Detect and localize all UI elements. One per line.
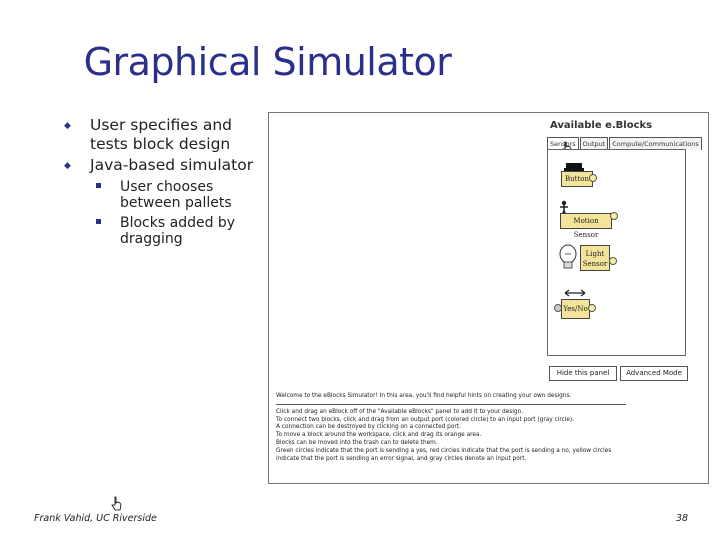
hint-message-area: Welcome to the eBlocks Simulator! In thi… bbox=[276, 393, 626, 484]
hint-line: To connect two blocks, click and drag fr… bbox=[276, 416, 575, 423]
motion-sensor-block[interactable]: Motion Sensor bbox=[560, 213, 612, 239]
hide-panel-button[interactable]: Hide this panel bbox=[549, 366, 617, 381]
palette-tabs: Sensors Output Compute/Communications bbox=[547, 137, 703, 150]
diamond-bullet-icon: ◆ bbox=[64, 161, 71, 171]
hint-intro: Welcome to the eBlocks Simulator! In thi… bbox=[276, 393, 626, 405]
button-icon bbox=[564, 163, 584, 171]
bullet-list: ◆ User specifies and tests block design … bbox=[58, 116, 273, 247]
hint-line: Green circles indicate that the port is … bbox=[276, 447, 612, 462]
tab-output[interactable]: Output bbox=[579, 137, 609, 150]
yes-no-block[interactable]: Yes/No bbox=[561, 299, 590, 319]
block-label: Sensor bbox=[582, 260, 608, 268]
bullet-text: User specifies and tests block design bbox=[90, 116, 232, 153]
hand-cursor-icon bbox=[111, 496, 122, 511]
double-arrow-icon bbox=[564, 289, 586, 297]
block-label: Yes/No bbox=[563, 305, 588, 313]
sub-bullet-text: User chooses between pallets bbox=[120, 179, 232, 211]
sub-bullet-item: User chooses between pallets bbox=[58, 179, 273, 211]
bullet-item: ◆ User specifies and tests block design bbox=[58, 116, 273, 154]
footer-author: Frank Vahid, UC Riverside bbox=[34, 513, 157, 524]
output-port[interactable] bbox=[609, 257, 617, 265]
hint-line: Blocks can be moved into the trash can t… bbox=[276, 439, 438, 446]
block-label: Button bbox=[564, 175, 589, 183]
sub-bullet-text: Blocks added by dragging bbox=[120, 215, 236, 247]
output-port[interactable] bbox=[588, 304, 596, 312]
hint-line: A connection can be destroyed by clickin… bbox=[276, 424, 461, 431]
diamond-bullet-icon: ◆ bbox=[64, 121, 71, 131]
bullet-text: Java-based simulator bbox=[90, 156, 254, 174]
palette-title: Available e.Blocks bbox=[550, 120, 653, 131]
tab-compute-communications[interactable]: Compute/Communications bbox=[609, 137, 702, 150]
page-number: 38 bbox=[676, 513, 689, 524]
slide-title: Graphical Simulator bbox=[83, 40, 452, 84]
block-label: Light bbox=[585, 250, 605, 258]
light-sensor-block[interactable]: Light Sensor bbox=[580, 245, 610, 271]
sub-bullet-item: Blocks added by dragging bbox=[58, 215, 273, 247]
output-port[interactable] bbox=[610, 212, 618, 220]
hint-line: To move a block around the workspace, cl… bbox=[276, 432, 482, 439]
block-label: Motion Sensor bbox=[573, 217, 599, 239]
advanced-mode-button[interactable]: Advanced Mode bbox=[620, 366, 688, 381]
output-port[interactable] bbox=[589, 174, 597, 182]
square-bullet-icon bbox=[96, 183, 101, 188]
bullet-item: ◆ Java-based simulator bbox=[58, 156, 273, 175]
lightbulb-icon bbox=[559, 244, 577, 269]
tab-sensors[interactable]: Sensors bbox=[547, 137, 579, 150]
hint-line: Click and drag an eBlock off of the "Ava… bbox=[276, 408, 524, 415]
person-icon bbox=[560, 200, 568, 218]
square-bullet-icon bbox=[96, 219, 101, 224]
